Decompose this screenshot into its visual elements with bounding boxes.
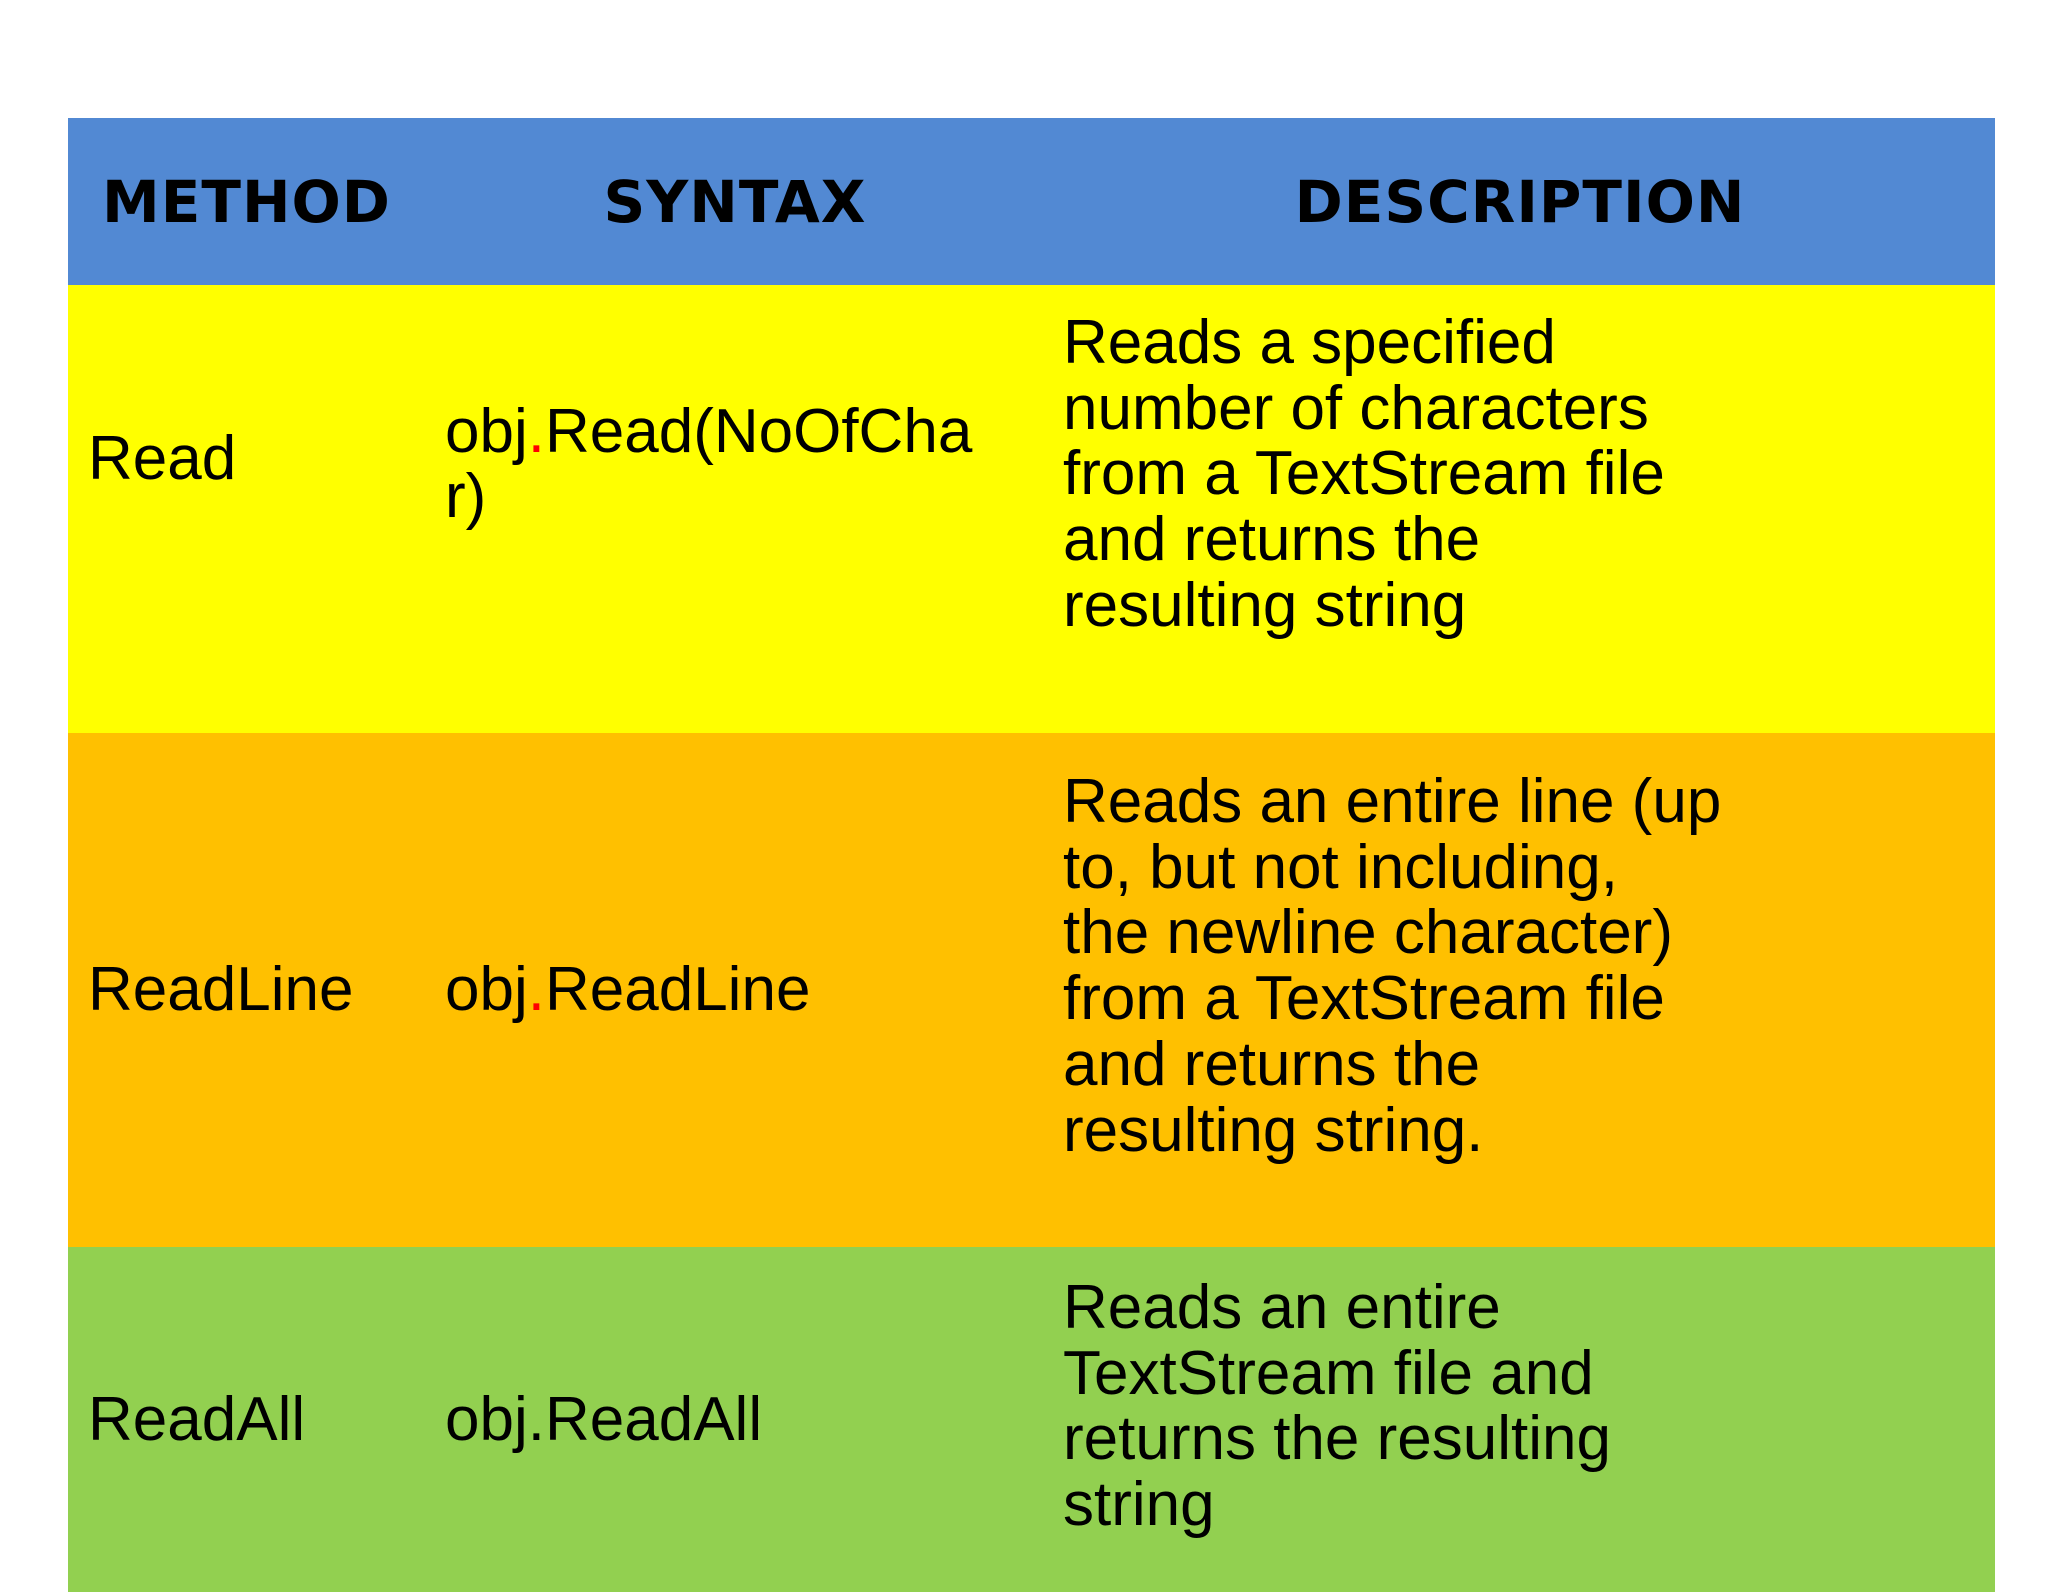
method-name: ReadLine (88, 955, 354, 1025)
header-cell-syntax: SYNTAX (603, 167, 867, 236)
description-cell-readall: Reads an entire TextStream file and retu… (1063, 1273, 1611, 1540)
syntax-obj: obj (445, 1384, 528, 1454)
syntax-cell-read: obj.Read(NoOfCha r) (425, 285, 1045, 733)
syntax-obj: obj (445, 955, 528, 1025)
table-row-readall: ReadAll obj.ReadAll Reads an entire Text… (68, 1247, 1995, 1592)
table-row-read: Read obj.Read(NoOfCha r) Reads a specifi… (68, 285, 1995, 733)
syntax-line: obj.ReadAll (445, 1384, 763, 1454)
method-name: ReadAll (88, 1384, 306, 1454)
syntax-dot: . (527, 396, 545, 466)
method-cell-readall: ReadAll (68, 1247, 425, 1592)
syntax-rest: ReadLine (544, 955, 811, 1025)
header-cell-method: METHOD (102, 167, 391, 236)
syntax-cell-readline: obj.ReadLine (425, 733, 1045, 1247)
syntax-rest: ReadAll (544, 1384, 763, 1454)
table-header-row: METHOD SYNTAX DESCRIPTION (68, 118, 1995, 285)
syntax-dot: . (527, 1384, 545, 1454)
method-name: Read (88, 423, 237, 493)
header-cell-description: DESCRIPTION (1294, 167, 1746, 236)
syntax-line: obj.ReadLine (445, 957, 810, 1023)
methods-table: METHOD SYNTAX DESCRIPTION Read obj.Read(… (68, 118, 1995, 1592)
table-row-readline: ReadLine obj.ReadLine Reads an entire li… (68, 733, 1995, 1247)
method-cell-read: Read (68, 285, 425, 733)
syntax-obj: obj (445, 396, 528, 466)
method-cell-readline: ReadLine (68, 733, 425, 1247)
syntax-cell-readall: obj.ReadAll (425, 1247, 1045, 1592)
description-cell-read: Reads a specified number of characters f… (1063, 308, 1665, 640)
syntax-dot: . (527, 955, 545, 1025)
syntax-rest: Read(NoOfCha r) (445, 396, 973, 532)
description-cell-readline: Reads an entire line (up to, but not inc… (1063, 767, 1722, 1165)
